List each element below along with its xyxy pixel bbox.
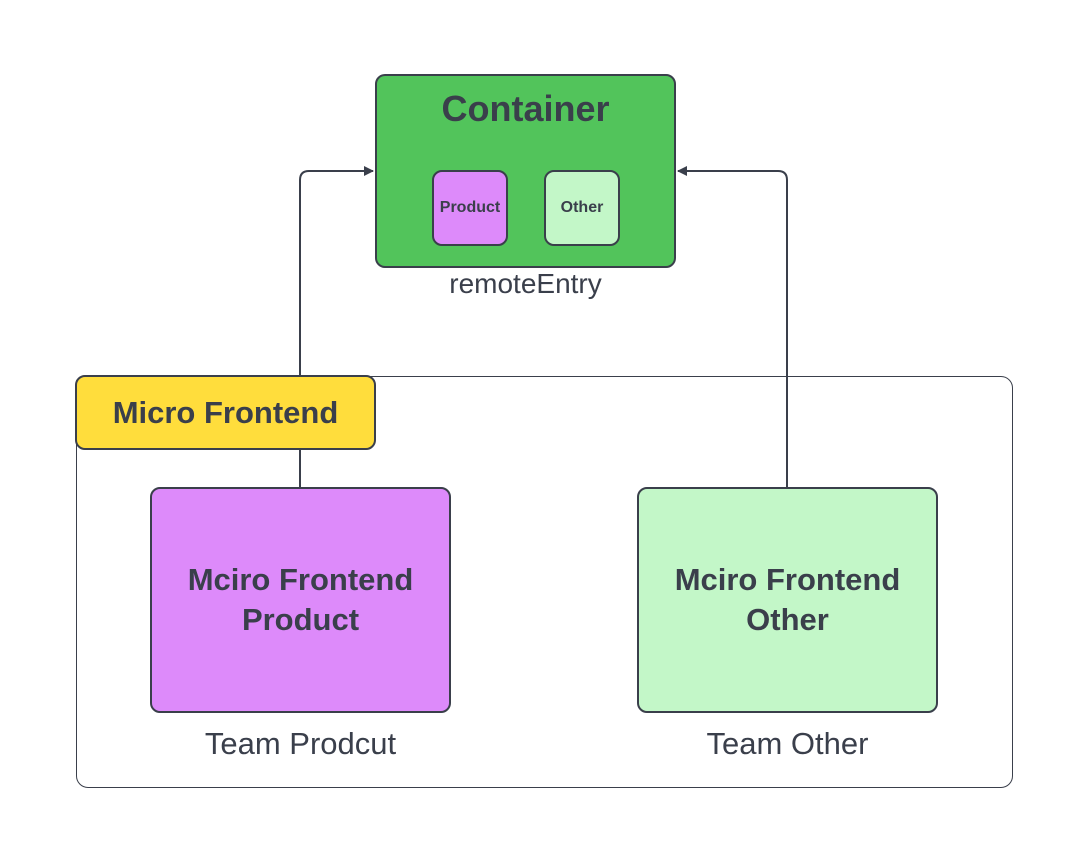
micro-frontend-other-title: Mciro Frontend Other (674, 562, 901, 637)
container-node: Container Product Other (375, 74, 676, 268)
container-other-slot: Other (544, 170, 620, 246)
arrow-product-to-container (299, 166, 374, 487)
team-other-caption: Team Other (706, 726, 869, 761)
container-product-slot: Product (432, 170, 508, 246)
arrow-other-to-container (677, 166, 788, 487)
micro-frontend-product-node: Mciro Frontend Product (150, 487, 451, 713)
micro-frontend-product-title: Mciro Frontend Product (187, 562, 414, 637)
team-product-caption: Team Prodcut (204, 726, 397, 761)
micro-frontend-other-node: Mciro Frontend Other (637, 487, 938, 713)
container-title: Container (441, 88, 610, 129)
micro-frontend-group-frame (76, 376, 1013, 788)
container-caption: remoteEntry (449, 268, 602, 299)
micro-frontend-group-label: Micro Frontend (75, 375, 376, 450)
